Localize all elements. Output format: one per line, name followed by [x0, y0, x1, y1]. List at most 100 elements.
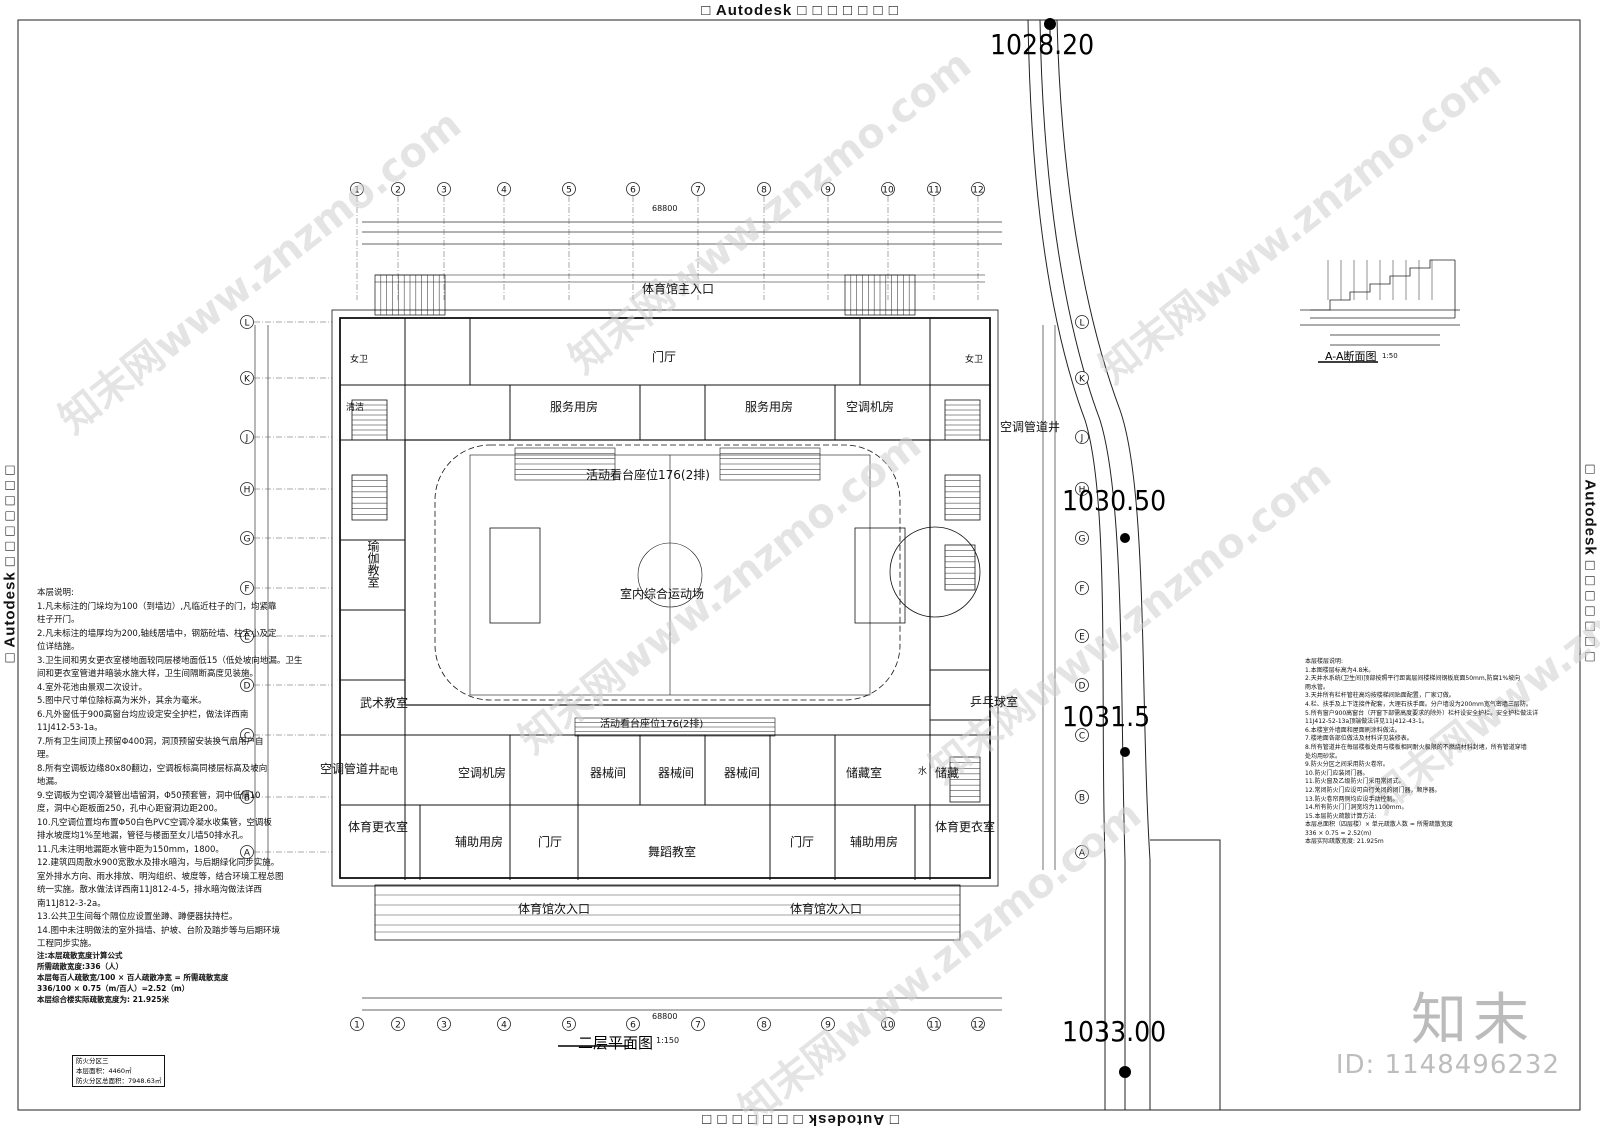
room-main-entrance: 体育馆主入口 [642, 282, 715, 296]
grid-col-bottom-label: 7 [695, 1021, 701, 1031]
grid-col-bottom-bubble [691, 1017, 705, 1031]
grid-col-top-bubble [757, 182, 771, 196]
grid-row-right-bubble [1075, 678, 1089, 692]
grid-col-top-bubble [927, 182, 941, 196]
notes-line: 11.凡未注明地漏距水管中距为150mm，1800。 [37, 844, 224, 855]
grid-col-bottom-bubble [757, 1017, 771, 1031]
calc-line: 本层每百人疏散宽/100 × 百人疏散净宽 = 所需疏散宽度 [37, 973, 229, 982]
room-equip-2: 器械间 [658, 766, 695, 780]
right-notes-line: 14.所有防火门门洞宽均为1100mm。 [1305, 804, 1408, 812]
grid-col-bottom-bubble [437, 1017, 451, 1031]
notes-line: 3.卫生间和男女更衣室楼地面较同层楼地面低15（低处坡向地漏。卫生 [37, 655, 303, 666]
calc-line: 本层综合楼实际疏散宽度为: 21.925米 [37, 995, 170, 1004]
grid-row-left-label: B [244, 794, 250, 804]
elevation-point-3 [1120, 747, 1130, 757]
autodesk-label-top: □ Autodesk □ □ □ □ □ □ □ [701, 2, 899, 19]
grid-col-bottom-bubble [927, 1017, 941, 1031]
right-notes-line: 13.防火卷帘两侧均应设手动控制。 [1305, 795, 1399, 803]
grid-row-right-label: H [1079, 486, 1086, 496]
room-ac: 空调机房 [846, 400, 895, 414]
room-secondary-left: 体育馆次入口 [518, 902, 591, 916]
grid-col-top-label: 1 [354, 186, 360, 196]
grid-col-bottom-label: 2 [395, 1021, 401, 1031]
dim-total-top: 68800 [652, 204, 678, 213]
notes-line: 8.所有空调板边缘80x80翻边，空调板标高同楼层标高及坡向 [37, 763, 268, 774]
room-equip-1: 器械间 [590, 766, 627, 780]
notes-line: 13.公共卫生间每个隔位应设置坐蹲、蹲便器扶持栏。 [37, 912, 238, 922]
elevation-label-4: 1033.00 [1062, 1015, 1167, 1048]
grid-col-top-label: 6 [630, 186, 636, 196]
notes-lines: 1.凡未标注的门垛均为100（到墙边）,凡临近柱子的门，均紧靠 柱子开门。2.凡… [37, 601, 302, 952]
grid-row-left-label: J [245, 434, 249, 444]
grid-col-bottom-label: 5 [566, 1021, 572, 1031]
room-arena: 室内综合运动场 [620, 587, 705, 601]
right-notes-line: 8.所有管道井在每层楼板处用与楼板相同耐火极限的不燃烧材料封堵，所有管道穿墙 [1305, 743, 1527, 751]
notes-block: 本层说明: 1.凡未标注的门垛均为100（到墙边）,凡临近柱子的门，均紧靠 柱子… [37, 587, 302, 952]
grid-row-right-bubble [1075, 629, 1089, 643]
grid-row-right-bubble [1075, 728, 1089, 742]
room-equip-3: 器械间 [724, 766, 761, 780]
notes-line: 2.凡未标注的墙厚均为200,轴线居墙中，钢筋砼墙、柱大小及定 [37, 628, 277, 639]
area-table: 防火分区三 本层面积：4460㎡ 防火分区总面积：7948.63㎡ [72, 1055, 166, 1087]
room-table-tennis: 乒乓球室 [970, 695, 1019, 709]
notes-line: 7.所有卫生间顶上预留Φ400洞，洞顶预留安装换气扇用户自 [37, 736, 264, 747]
grid-row-left-label: H [244, 486, 251, 496]
right-notes-line: 11J412-52-13a顶端做法详见11J412-43-1。 [1305, 718, 1428, 726]
room-ac-shaft: 空调管道井 [1000, 420, 1061, 434]
grid-col-top-label: 11 [928, 186, 939, 196]
grid-row-right-bubble [1075, 482, 1089, 496]
znzmo-logo: 知末 [1411, 988, 1535, 1053]
right-notes-line: 15.本层防火疏散计算方法: [1305, 812, 1377, 820]
grid-row-left-label: C [244, 732, 250, 742]
grid-row-left-label: K [244, 375, 251, 385]
grid-row-right-label: C [1079, 732, 1085, 742]
grid-col-top-label: 9 [825, 186, 831, 196]
grid-col-bottom-bubble [391, 1017, 405, 1031]
grid-row-left-bubble [240, 678, 254, 692]
grid-col-bottom-label: 12 [972, 1021, 983, 1031]
notes-line: 间和更衣室管道井暗装水施大样，卫生间隔断高度见装施。 [37, 669, 259, 679]
calc-lines: 所需疏散宽度:336（人）本层每百人疏散宽/100 × 百人疏散净宽 = 所需疏… [37, 961, 228, 1005]
section-scale: 1:50 [1382, 352, 1398, 360]
grid-row-right-label: D [1079, 682, 1086, 692]
notes-line: 12.建筑四周散水900宽散水及排水暗沟，与后期绿化同步实施。 [37, 858, 280, 868]
grid-row-right-label: J [1080, 434, 1084, 444]
grid-row-left-bubble [240, 845, 254, 859]
grid-row-left-bubble [240, 315, 254, 329]
grid-col-bottom-label: 4 [501, 1021, 507, 1031]
right-notes-line: 2.天井水系统(卫生间)顶部按照平行距离层间楼梯间钢板底面50mm,防腐1%坡向 [1305, 675, 1521, 683]
notes-line: 14.图中未注明做法的室外挡墙、护坡、台阶及踏步等与后期环境 [37, 925, 281, 936]
grid-col-top-bubble [691, 182, 705, 196]
grid-col-bottom-label: 10 [882, 1021, 894, 1031]
room-boiler: 配电 [380, 767, 399, 777]
grid-row-left-bubble [240, 430, 254, 444]
right-notes-line: 9.防火分区之间采用防火卷帘。 [1305, 761, 1389, 769]
grid-row-right-bubble [1075, 581, 1089, 595]
room-dance: 舞蹈教室 [648, 845, 697, 859]
grid-col-top-label: 5 [566, 186, 572, 196]
notes-line: 柱子开门。 [37, 615, 80, 625]
grid-col-top-bubble [626, 182, 640, 196]
room-changing-left: 体育更衣室 [348, 820, 409, 834]
room-storage-2: 储藏 [935, 766, 960, 780]
room-changing-right: 体育更衣室 [935, 820, 996, 834]
grid-col-top-bubble [821, 182, 835, 196]
right-notes-line: 处均用砂浆。 [1305, 752, 1342, 760]
notes-line: 4.室外花池由景观二次设计。 [37, 682, 148, 693]
grid-row-left-label: F [244, 585, 249, 595]
grid-row-right-bubble [1075, 790, 1089, 804]
grid-row-left-bubble [240, 482, 254, 496]
area-title: 防火分区三 [76, 1057, 109, 1065]
notes-line: 9.空调板为空调冷凝管出墙留洞，Φ50预套管，洞中低侧10 [37, 790, 261, 801]
room-toilet-f: 女卫 [350, 355, 369, 365]
grid-col-top-label: 12 [972, 186, 983, 196]
notes-line: 地漏。 [37, 777, 63, 787]
grid-row-left-bubble [240, 728, 254, 742]
grid-row-left-label: L [244, 319, 249, 329]
grid-col-bottom-label: 6 [630, 1021, 636, 1031]
elevation-label-3: 1031.5 [1062, 700, 1151, 733]
elevation-point-1 [1044, 18, 1056, 30]
grid-row-left-bubble [240, 629, 254, 643]
dim-total-bottom: 68800 [652, 1012, 678, 1021]
section-detail [1300, 259, 1460, 346]
